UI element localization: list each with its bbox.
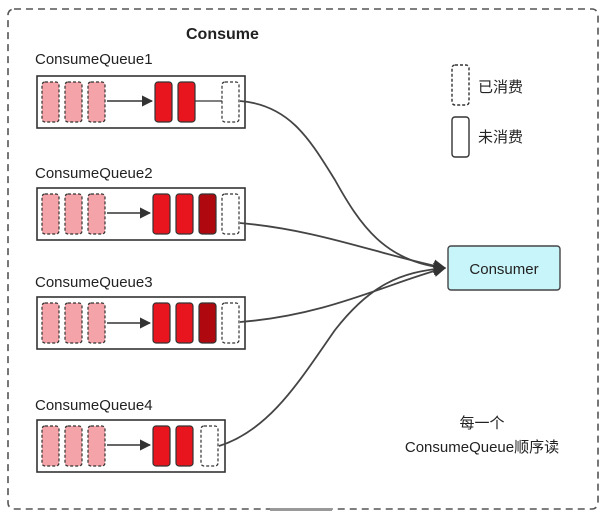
queue4-cell-pink-1 (41, 425, 60, 467)
connector-queue4-to-consumer (218, 262, 447, 447)
diagram-title: Consume (186, 26, 259, 43)
bottom-bar-decoration (270, 508, 332, 511)
queue4-cell-pink-3 (87, 425, 106, 467)
note-line1: 每一个 (459, 415, 504, 432)
queue3-label: ConsumeQueue3 (35, 274, 153, 291)
connector-queue2-to-consumer (239, 222, 447, 272)
queue3-cell-red-1 (152, 302, 171, 344)
queue2-container (36, 187, 246, 241)
queue4-cell-red-1 (152, 425, 171, 467)
consumer-box (447, 245, 561, 291)
queue4-container (36, 419, 226, 473)
queue1-cell-pink-3 (87, 81, 106, 123)
queue3-cell-pink-3 (87, 302, 106, 344)
legend-consumed-swatch (451, 64, 470, 106)
note-line2: ConsumeQueue顺序读 (405, 439, 559, 456)
queue4-cell-red-2 (175, 425, 194, 467)
queue3-cell-pink-1 (41, 302, 60, 344)
queue3-cell-red-2 (175, 302, 194, 344)
queue4-label: ConsumeQueue4 (35, 397, 153, 414)
queue1-label: ConsumeQueue1 (35, 51, 153, 68)
queue2-cell-empty (221, 193, 240, 235)
queue3-cell-empty (221, 302, 240, 344)
queue1-cell-red-1 (154, 81, 173, 123)
queue3-container (36, 296, 246, 350)
queue3-cell-darkred (198, 302, 217, 344)
connector-queue3-to-consumer (239, 264, 447, 323)
queue4-cell-pink-2 (64, 425, 83, 467)
queue2-cell-darkred (198, 193, 217, 235)
queue1-cell-red-2 (177, 81, 196, 123)
queue1-cell-pink-1 (41, 81, 60, 123)
consumer-label: Consumer (469, 261, 538, 278)
queue2-cell-red-2 (175, 193, 194, 235)
queue2-label: ConsumeQueue2 (35, 165, 153, 182)
queue2-cell-pink-1 (41, 193, 60, 235)
queue2-cell-pink-2 (64, 193, 83, 235)
queue2-cell-pink-3 (87, 193, 106, 235)
connector-queue1-to-consumer (239, 100, 447, 274)
queue4-cell-empty (200, 425, 219, 467)
queue3-cell-pink-2 (64, 302, 83, 344)
queue1-cell-pink-2 (64, 81, 83, 123)
legend-unconsumed-label: 未消费 (478, 129, 523, 146)
legend-unconsumed-swatch (451, 116, 470, 158)
queue1-cell-empty (221, 81, 240, 123)
queue2-cell-red-1 (152, 193, 171, 235)
legend-consumed-label: 已消费 (478, 79, 523, 96)
